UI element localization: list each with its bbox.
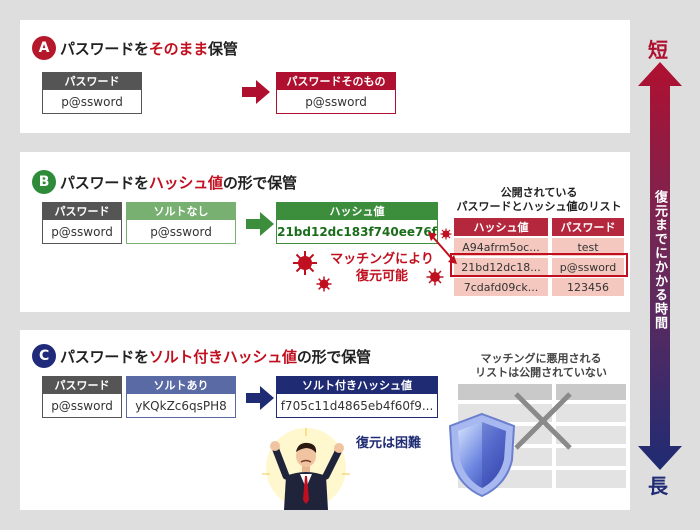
arrow-right-icon: [246, 386, 274, 410]
stored-password-field-a: パスワードそのもの p@ssword: [276, 72, 396, 114]
field-label: パスワード: [42, 72, 142, 90]
password-field-a: パスワード p@ssword: [42, 72, 142, 114]
field-value: p@ssword: [42, 220, 122, 244]
field-label: ソルトあり: [126, 376, 236, 394]
unpublished-line1: マッチングに悪用される: [480, 352, 602, 365]
title-b-post: の形で保管: [222, 173, 297, 192]
field-value: p@ssword: [42, 90, 142, 114]
field-label: ソルトなし: [126, 202, 236, 220]
unpublished-list-title: マッチングに悪用される リストは公開されていない: [458, 352, 624, 380]
field-label: パスワード: [42, 202, 122, 220]
header-password: パスワード: [552, 218, 624, 236]
virus-icon: [293, 251, 317, 275]
cell-password: test: [552, 238, 624, 256]
match-arrow-icon: [428, 232, 457, 264]
title-a-post: 保管: [208, 39, 238, 58]
match-recoverable-text: マッチングにより 復元可能: [322, 251, 442, 285]
field-value: yKQkZc6qsPH8: [126, 394, 236, 418]
time-scale-arrow-icon: [638, 62, 682, 470]
panel-b-title: B パスワードをハッシュ値の形で保管: [32, 170, 297, 194]
field-value: p@ssword: [276, 90, 396, 114]
field-label: パスワードそのもの: [276, 72, 396, 90]
salt-field-c: ソルトあり yKQkZc6qsPH8: [126, 376, 236, 418]
table-row: 7cdafd09ck... 123456: [454, 278, 624, 296]
title-b-pre: パスワードを: [60, 173, 149, 192]
lookup-table-header: ハッシュ値 パスワード: [454, 218, 624, 236]
panel-a-title: A パスワードをそのまま保管: [32, 36, 238, 60]
field-value: p@ssword: [42, 394, 122, 418]
title-c-post: の形で保管: [296, 347, 371, 366]
virus-icon: [316, 276, 332, 292]
shield-icon: [448, 412, 516, 498]
field-label: ソルト付きハッシュ値: [276, 376, 438, 394]
field-value: f705c11d4865eb4f60f9...: [276, 394, 438, 418]
recovery-difficult-text: 復元は困難: [356, 436, 422, 451]
frustrated-person-icon: [262, 428, 350, 510]
match-highlight-box: [450, 253, 628, 277]
salt-field-b: ソルトなし p@ssword: [126, 202, 236, 244]
lookup-title-line2: パスワードとハッシュ値のリスト: [456, 200, 622, 213]
lookup-list-title: 公開されている パスワードとハッシュ値のリスト: [454, 186, 624, 214]
side-top-label: 短: [648, 38, 668, 62]
match-line2: 復元可能: [355, 269, 408, 284]
table-row: A94afrm5oc... test: [454, 238, 624, 256]
match-line1: マッチングにより: [330, 252, 434, 267]
password-field-b: パスワード p@ssword: [42, 202, 122, 244]
lookup-title-line1: 公開されている: [500, 186, 578, 199]
virus-icon: [440, 228, 452, 240]
cell-password: 123456: [552, 278, 624, 296]
hash-field-b: ハッシュ値 21bd12dc183f740ee76f: [276, 202, 438, 244]
title-a-pre: パスワードを: [60, 39, 149, 58]
cell-hash: 21bd12dc18...: [454, 258, 548, 276]
cell-password: p@ssword: [552, 258, 624, 276]
panel-plain-storage: A パスワードをそのまま保管 パスワード p@ssword パスワードそのもの …: [20, 20, 630, 133]
cell-hash: 7cdafd09ck...: [454, 278, 548, 296]
title-c-pre: パスワードを: [60, 347, 149, 366]
unpublished-line2: リストは公開されていない: [475, 366, 607, 379]
field-label: パスワード: [42, 376, 122, 394]
title-b-em: ハッシュ値: [148, 173, 223, 192]
virus-icon: [426, 268, 444, 286]
panel-c-title: C パスワードをソルト付きハッシュ値の形で保管: [32, 344, 371, 368]
side-bottom-label: 長: [648, 474, 668, 498]
title-c-em: ソルト付きハッシュ値: [148, 347, 297, 366]
badge-a: A: [32, 36, 56, 60]
header-hash: ハッシュ値: [454, 218, 548, 236]
lookup-table: ハッシュ値 パスワード A94afrm5oc... test 21bd12dc1…: [454, 218, 624, 298]
badge-b: B: [32, 170, 56, 194]
password-field-c: パスワード p@ssword: [42, 376, 122, 418]
title-a-em: そのまま: [148, 39, 209, 58]
badge-c: C: [32, 344, 56, 368]
field-label: ハッシュ値: [276, 202, 438, 220]
arrow-right-icon: [246, 212, 274, 236]
cell-hash: A94afrm5oc...: [454, 238, 548, 256]
field-value: 21bd12dc183f740ee76f: [276, 220, 438, 244]
salted-hash-field-c: ソルト付きハッシュ値 f705c11d4865eb4f60f9...: [276, 376, 438, 418]
field-value: p@ssword: [126, 220, 236, 244]
arrow-right-icon: [242, 80, 270, 104]
recovery-time-label: 復元までにかかる時間: [652, 190, 667, 330]
table-row: 21bd12dc18... p@ssword: [454, 258, 624, 276]
